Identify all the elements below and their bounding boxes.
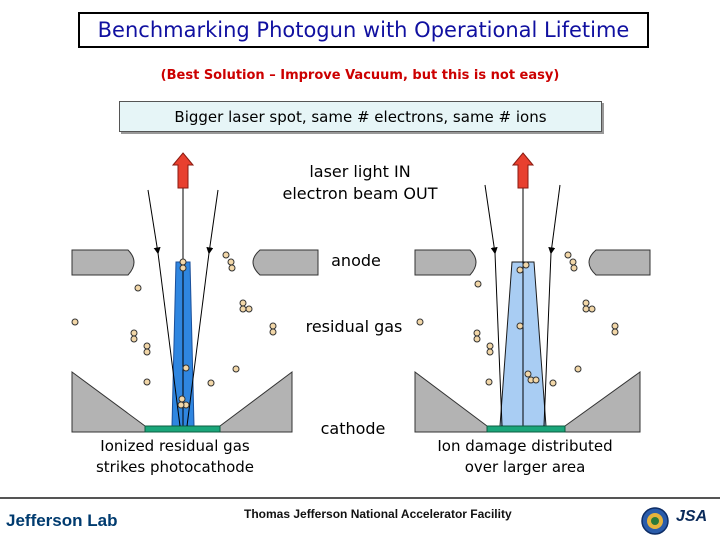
left-anode-left bbox=[71, 249, 135, 276]
right-cathode-electrode-left bbox=[414, 371, 488, 433]
right-caption-line1: Ion damage distributed bbox=[437, 437, 613, 455]
facility-name: Thomas Jefferson National Accelerator Fa… bbox=[244, 507, 512, 521]
left-cathode-electrode-left bbox=[71, 371, 146, 433]
photogun-diagram bbox=[71, 152, 651, 433]
right-cathode-plate bbox=[486, 425, 566, 433]
cathode-label: cathode bbox=[320, 419, 386, 438]
residual-gas-label: residual gas bbox=[305, 317, 403, 336]
right-cathode-electrode-right bbox=[564, 371, 641, 433]
right-caption-line2: over larger area bbox=[464, 458, 586, 476]
left-cathode-plate bbox=[144, 425, 221, 433]
laser-in-label: laser light IN bbox=[309, 162, 411, 181]
left-caption-line1: Ionized residual gas bbox=[100, 437, 250, 455]
right-anode-left bbox=[414, 249, 477, 276]
left-cathode-electrode-right bbox=[219, 371, 293, 433]
anode-label: anode bbox=[331, 251, 381, 270]
left-caption-line2: strikes photocathode bbox=[95, 458, 254, 476]
jefferson-lab-logo: Jefferson Lab bbox=[6, 511, 118, 530]
jsa-logo: JSA bbox=[676, 508, 708, 525]
banner: Bigger laser spot, same # electrons, sam… bbox=[119, 101, 602, 132]
doe-seal-icon bbox=[641, 507, 669, 535]
title-box: Benchmarking Photogun with Operational L… bbox=[78, 12, 649, 48]
right-gun bbox=[414, 152, 651, 433]
right-anode-right bbox=[588, 249, 651, 276]
beam-out-label: electron beam OUT bbox=[282, 184, 438, 203]
footer-rule bbox=[0, 497, 720, 499]
left-gun bbox=[71, 152, 319, 433]
left-beam-out-arrow bbox=[171, 152, 195, 189]
subtitle: (Best Solution – Improve Vacuum, but thi… bbox=[160, 68, 560, 83]
left-anode-right bbox=[252, 249, 319, 276]
slide-title: Benchmarking Photogun with Operational L… bbox=[97, 18, 630, 42]
right-beam-out-arrow bbox=[511, 152, 535, 189]
